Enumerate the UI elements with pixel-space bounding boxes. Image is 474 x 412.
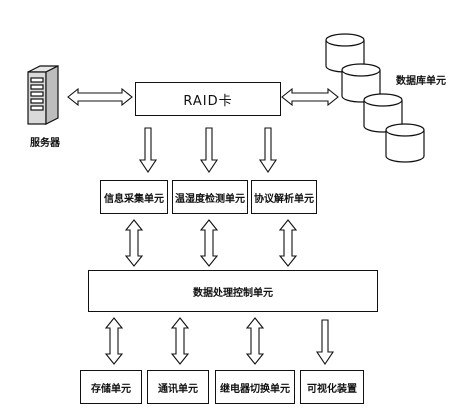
database-label: 数据库单元	[396, 76, 446, 87]
processing-relay-arrow	[245, 317, 265, 365]
server-raid-arrow	[67, 87, 133, 107]
info-processing-arrow	[124, 219, 144, 267]
database-cylinder-4	[385, 123, 425, 163]
raid-to-temp-arrow	[199, 127, 219, 173]
raid-to-protocol-arrow	[258, 127, 278, 173]
raid-to-info-arrow	[138, 127, 158, 173]
protocol-processing-arrow	[278, 219, 298, 267]
server-icon	[27, 65, 59, 125]
raid-database-arrow	[281, 87, 339, 107]
processing-communication-arrow	[170, 317, 190, 365]
raid-card-box: RAID卡	[135, 82, 281, 116]
data-processing-box: 数据处理控制单元	[88, 270, 378, 312]
info-collect-box: 信息采集单元	[100, 180, 168, 214]
communication-box: 通讯单元	[147, 370, 209, 404]
temp-processing-arrow	[199, 219, 219, 267]
processing-visualization-arrow	[315, 319, 335, 365]
database-icon	[325, 33, 425, 163]
relay-switch-box: 继电器切换单元	[215, 370, 295, 404]
database-cylinder-3	[363, 93, 403, 133]
temp-humidity-box: 温湿度检测单元	[172, 180, 248, 214]
visualization-box: 可视化装置	[300, 370, 364, 404]
processing-storage-arrow	[104, 317, 124, 365]
protocol-parse-box: 协议解析单元	[251, 180, 317, 214]
server-label: 服务器	[30, 138, 60, 149]
storage-box: 存储单元	[80, 370, 142, 404]
